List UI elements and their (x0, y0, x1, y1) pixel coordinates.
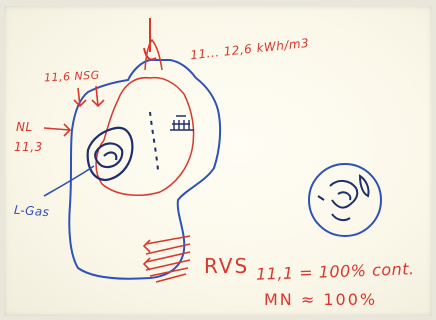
rvs-arrows (144, 236, 190, 282)
dashed-border-line (150, 112, 158, 170)
nl-name-label: NL (16, 120, 33, 134)
rvs-label: RVS (204, 254, 249, 278)
station-icon (170, 116, 194, 130)
arrow-nl (44, 124, 70, 136)
lgas-label: L-Gas (14, 203, 50, 219)
lgas-connector-line (44, 166, 94, 196)
top-spike (144, 18, 156, 60)
inner-region-outline (96, 78, 194, 196)
mn-label: MN ≈ 100% (264, 290, 377, 309)
scribbled-area (88, 128, 133, 180)
nl-value-label: 11,3 (14, 140, 43, 154)
bottle-neck (145, 40, 162, 70)
globe-icon (309, 164, 381, 236)
